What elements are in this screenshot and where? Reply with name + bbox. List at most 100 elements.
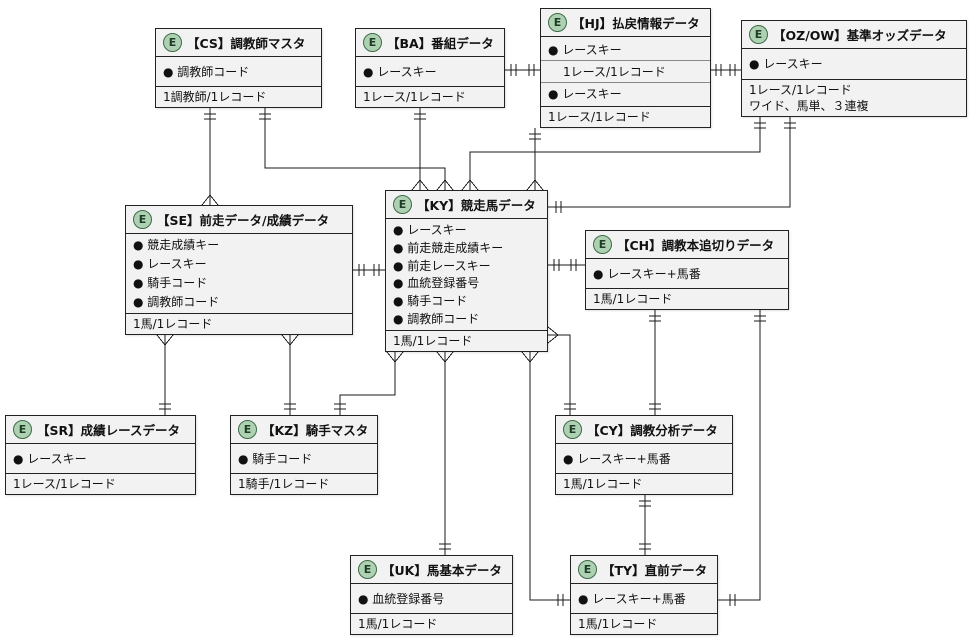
entity-cy-title: 【CY】調教分析データ [587,423,718,438]
rel-hj-ky [526,128,544,191]
entity-footer: 1馬/1レコード [393,334,473,348]
entity-icon: E [358,560,377,579]
entity-icon: E [749,25,768,44]
entity-attr: ● レースキー [541,82,710,104]
entity-ch: E 【CH】調教本追切りデータ ● レースキー+馬番 1馬/1レコード [585,230,789,310]
entity-attr: ● レースキー [749,57,823,71]
entity-footer: 1騎手/1レコード [238,477,330,491]
rel-ky-ch [548,259,585,271]
entity-sr-title: 【SR】成績レースデータ [37,423,181,438]
entity-attr: ● レースキー [13,451,87,466]
entity-icon: E [238,420,257,439]
entity-footer: 1レース/1レコード [749,83,852,97]
entity-oz-ow-header: E 【OZ/OW】基準オッズデータ [742,21,966,49]
entity-attr: ● レースキー [548,42,622,57]
entity-footer: 1馬/1レコード [133,317,213,331]
entity-attr: ● 競走成績キー [133,238,220,253]
entity-ba-title: 【BA】番組データ [387,36,494,51]
entity-icon: E [363,33,382,52]
entity-se-header: E 【SE】前走データ/成績データ [126,206,352,234]
entity-icon: E [163,33,182,52]
entity-cy: E 【CY】調教分析データ ● レースキー+馬番 1馬/1レコード [555,415,733,495]
entity-ky-header: E 【KY】競走馬データ [386,191,547,219]
rel-se-ky [353,264,385,276]
entity-attr: 1レース/1レコード [541,60,710,82]
entity-footer: 1調教師/1レコード [163,90,267,104]
entity-icon: E [133,210,152,229]
entity-cs: E 【CS】調教師マスタ ● 調教師コード 1調教師/1レコード [155,28,322,108]
entity-footer: 1レース/1レコード [548,110,651,124]
rel-cs-se [201,108,219,206]
entity-footer: 1馬/1レコード [358,617,438,631]
entity-hj: E 【HJ】払戻情報データ ● レースキー 1レース/1レコード ● レースキー… [540,8,711,128]
entity-kz-title: 【KZ】騎手マスタ [262,423,369,438]
entity-attr: ● 騎手コード [238,451,313,466]
entity-attr: ● 血統登録番号 [358,591,445,606]
entity-attr: ● 調教師コード [393,312,480,327]
entity-footer: 1馬/1レコード [593,292,673,306]
entity-oz-ow: E 【OZ/OW】基準オッズデータ ● レースキー 1レース/1レコード ワイド… [741,20,967,117]
entity-cy-header: E 【CY】調教分析データ [556,416,732,444]
entity-kz: E 【KZ】騎手マスタ ● 騎手コード 1騎手/1レコード [230,415,378,495]
rel-ky-ty [521,351,570,606]
entity-cs-header: E 【CS】調教師マスタ [156,29,321,57]
entity-attr: ● レースキー [393,222,467,237]
entity-icon: E [578,560,597,579]
entity-sr-header: E 【SR】成績レースデータ [6,416,195,444]
entity-attr: ● 調教師コード [133,294,220,309]
entity-attr: ● 前走競走成績キー [393,240,504,255]
entity-cs-title: 【CS】調教師マスタ [187,36,306,51]
entity-footer: 1レース/1レコード [13,477,116,491]
rel-ky-cy [547,326,576,415]
entity-footer: 1馬/1レコード [578,617,658,631]
entity-attr: ● 血統登録番号 [393,276,480,291]
entity-uk-title: 【UK】馬基本データ [382,563,502,578]
rel-ky-uk [436,351,454,555]
entity-attr: ● レースキー+馬番 [593,266,701,281]
entity-attr: ● 前走レースキー [393,258,491,273]
entity-attr: ● レースキー+馬番 [578,591,686,606]
entity-uk: E 【UK】馬基本データ ● 血統登録番号 1馬/1レコード [350,555,513,635]
rel-ba-ky [411,108,429,191]
entity-ky-title: 【KY】競走馬データ [417,198,536,213]
rel-cs-ky [259,108,454,191]
entity-icon: E [393,195,412,214]
entity-ch-title: 【CH】調教本追切りデータ [617,238,775,253]
entity-ty-header: E 【TY】直前データ [571,556,717,584]
entity-attr: ● 騎手コード [133,275,208,290]
entity-icon: E [548,13,567,32]
rel-se-kz [281,334,299,415]
entity-kz-header: E 【KZ】騎手マスタ [231,416,377,444]
entity-attr: ● レースキー [133,257,207,272]
entity-hj-header: E 【HJ】払戻情報データ [541,9,710,37]
entity-attr: ● レースキー+馬番 [563,451,671,466]
rel-oz-ky-2 [548,117,796,213]
entity-ty-title: 【TY】直前データ [602,563,708,578]
entity-oz-ow-title: 【OZ/OW】基準オッズデータ [773,28,947,43]
rel-ba-hj [505,64,540,76]
rel-ch-cy [649,310,661,415]
rel-ky-kz [334,351,404,415]
entity-icon: E [563,420,582,439]
entity-ky: E 【KY】競走馬データ ● レースキー ● 前走競走成績キー ● 前走レースキ… [385,190,548,352]
entity-sr: E 【SR】成績レースデータ ● レースキー 1レース/1レコード [5,415,196,495]
entity-ba-header: E 【BA】番組データ [356,29,504,57]
entity-ba: E 【BA】番組データ ● レースキー 1レース/1レコード [355,28,505,108]
entity-footer: 1馬/1レコード [563,477,643,491]
entity-icon: E [593,235,612,254]
entity-footer: 1レース/1レコード [363,90,466,104]
entity-uk-header: E 【UK】馬基本データ [351,556,512,584]
entity-footer: ワイド、馬単、３連複 [749,99,869,113]
rel-se-sr [156,334,174,415]
entity-hj-title: 【HJ】払戻情報データ [572,16,700,31]
entity-se-title: 【SE】前走データ/成績データ [157,213,330,228]
entity-se: E 【SE】前走データ/成績データ ● 競走成績キー ● レースキー ● 騎手コ… [125,205,353,335]
rel-hj-oz [711,64,741,76]
entity-attr: ● 騎手コード [393,294,468,309]
rel-oz-ky-1 [461,117,766,191]
rel-cy-ty [639,495,651,555]
entity-ch-header: E 【CH】調教本追切りデータ [586,231,788,259]
entity-icon: E [13,420,32,439]
